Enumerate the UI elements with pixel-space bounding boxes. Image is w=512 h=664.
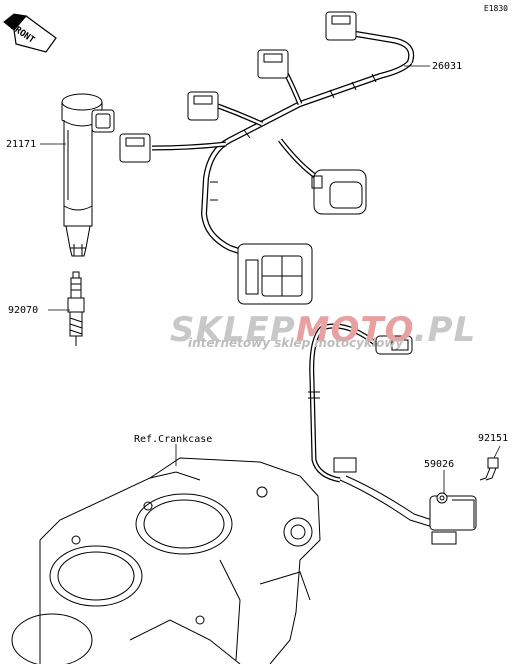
front-arrow-icon	[3, 13, 57, 53]
watermark-logo: SKLEPMOTO.PL	[170, 310, 476, 350]
watermark-brand-right: .PL	[413, 310, 477, 350]
wiring-harness-drawing	[119, 11, 415, 305]
watermark-brand-mid: MOTO	[295, 310, 414, 350]
sensor-lead-drawing	[308, 323, 439, 529]
ignition-coil-drawing	[61, 93, 115, 257]
pickup-sensor-drawing	[429, 492, 477, 545]
part-label-harness[interactable]: 26031	[432, 61, 463, 72]
ref-crankcase-label: Ref.Crankcase	[134, 434, 213, 445]
part-label-spark-plug[interactable]: 92070	[8, 305, 39, 316]
part-label-bolt[interactable]: 92151	[478, 433, 509, 444]
crankcase-drawing	[11, 457, 321, 664]
leader-lines	[40, 65, 501, 494]
part-label-sensor[interactable]: 59026	[424, 459, 455, 470]
spark-plug-drawing	[67, 271, 85, 346]
part-label-ignition-coil[interactable]: 21171	[6, 139, 37, 150]
watermark-brand-left: SKLEP	[170, 310, 296, 350]
watermark-tagline: internetowy sklep motocyklowy	[188, 336, 404, 350]
diagram-code: E1830	[483, 4, 508, 13]
bolt-drawing	[479, 457, 499, 481]
